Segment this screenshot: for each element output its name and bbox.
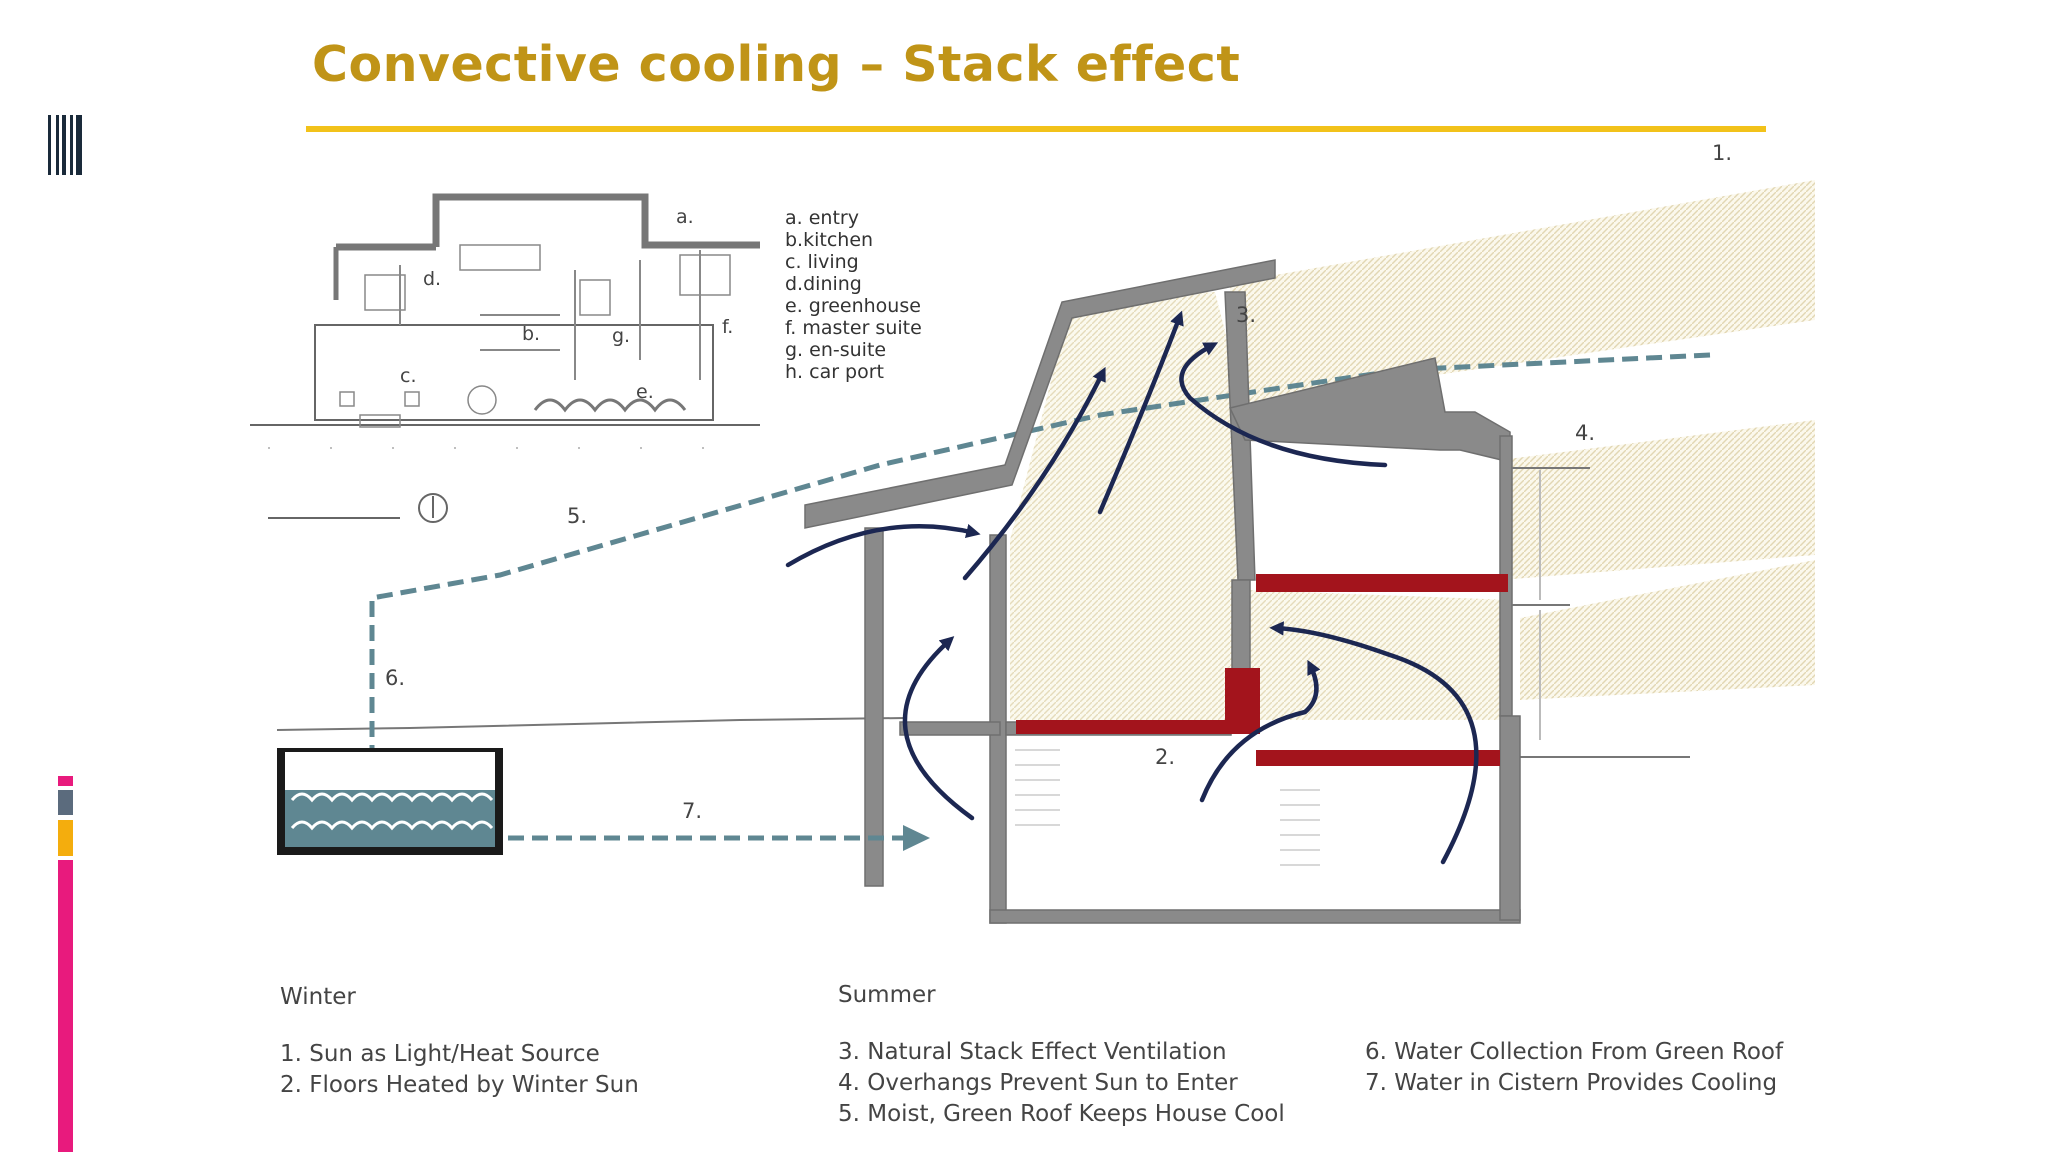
plan-legend-item: f. master suite	[785, 317, 922, 339]
plan-legend-item: c. living	[785, 251, 859, 273]
ground-line	[276, 717, 1690, 758]
plan-legend-item: h. car port	[785, 361, 884, 383]
legend-water-item: 7. Water in Cistern Provides Cooling	[1365, 1070, 1778, 1096]
plan-label-c: c.	[400, 365, 417, 387]
plan-label-b: b.	[522, 323, 540, 345]
airflow-arrows	[785, 310, 1479, 865]
plan-legend-item: a. entry	[785, 207, 859, 229]
callout-3: 3.	[1236, 303, 1256, 327]
legend-winter-item: 2. Floors Heated by Winter Sun	[280, 1072, 639, 1098]
plan-legend: a. entry b.kitchen c. living d.dining e.…	[785, 207, 922, 383]
decorative-lines	[48, 115, 82, 175]
plan-legend-item: b.kitchen	[785, 229, 873, 251]
plan-label-e: e.	[636, 381, 654, 403]
callout-2: 2.	[1155, 745, 1175, 769]
floor-plan	[250, 193, 761, 523]
legend-summer: Summer 3. Natural Stack Effect Ventilati…	[838, 980, 1285, 1130]
legend-summer-item: 4. Overhangs Prevent Sun to Enter	[838, 1070, 1238, 1096]
legend-summer-item: 3. Natural Stack Effect Ventilation	[838, 1039, 1227, 1065]
plan-legend-item: e. greenhouse	[785, 295, 921, 317]
legend-water: 6. Water Collection From Green Roof 7. W…	[1365, 1037, 1783, 1099]
callouts: 1. 2. 3. 4. 5. 6. 7.	[385, 141, 1732, 823]
accent-bar-pink-top	[58, 776, 73, 786]
title-underline	[306, 126, 1766, 132]
accent-bar-pink	[58, 860, 73, 1152]
plan-label-f: f.	[722, 316, 733, 338]
callout-7: 7.	[682, 799, 702, 823]
stack-zone	[1010, 292, 1510, 720]
plan-label-g: g.	[612, 325, 630, 347]
plan-legend-item: g. en-suite	[785, 339, 886, 361]
sun-rays	[1230, 180, 1815, 700]
callout-4: 4.	[1575, 421, 1595, 445]
plan-label-a: a.	[676, 206, 694, 228]
heated-floors	[1016, 574, 1508, 766]
legend-winter-item: 1. Sun as Light/Heat Source	[280, 1041, 600, 1067]
window-frames	[1512, 467, 1590, 740]
callout-1: 1.	[1712, 141, 1732, 165]
cistern-cooling-arrowhead	[903, 825, 930, 851]
plan-legend-item: d.dining	[785, 273, 862, 295]
legend-summer-heading: Summer	[838, 982, 936, 1008]
callout-6: 6.	[385, 666, 405, 690]
stairs	[1015, 749, 1320, 866]
legend-winter: Winter 1. Sun as Light/Heat Source 2. Fl…	[280, 982, 639, 1101]
legend-winter-heading: Winter	[280, 984, 356, 1010]
slide-title: Convective cooling – Stack effect	[312, 36, 1241, 93]
callout-5: 5.	[567, 504, 587, 528]
accent-bar-orange	[58, 820, 73, 856]
accent-bar-slate	[58, 790, 73, 815]
plan-label-d: d.	[423, 268, 441, 290]
legend-summer-item: 5. Moist, Green Roof Keeps House Cool	[838, 1101, 1285, 1127]
cistern	[277, 748, 503, 855]
legend-water-item: 6. Water Collection From Green Roof	[1365, 1039, 1784, 1065]
